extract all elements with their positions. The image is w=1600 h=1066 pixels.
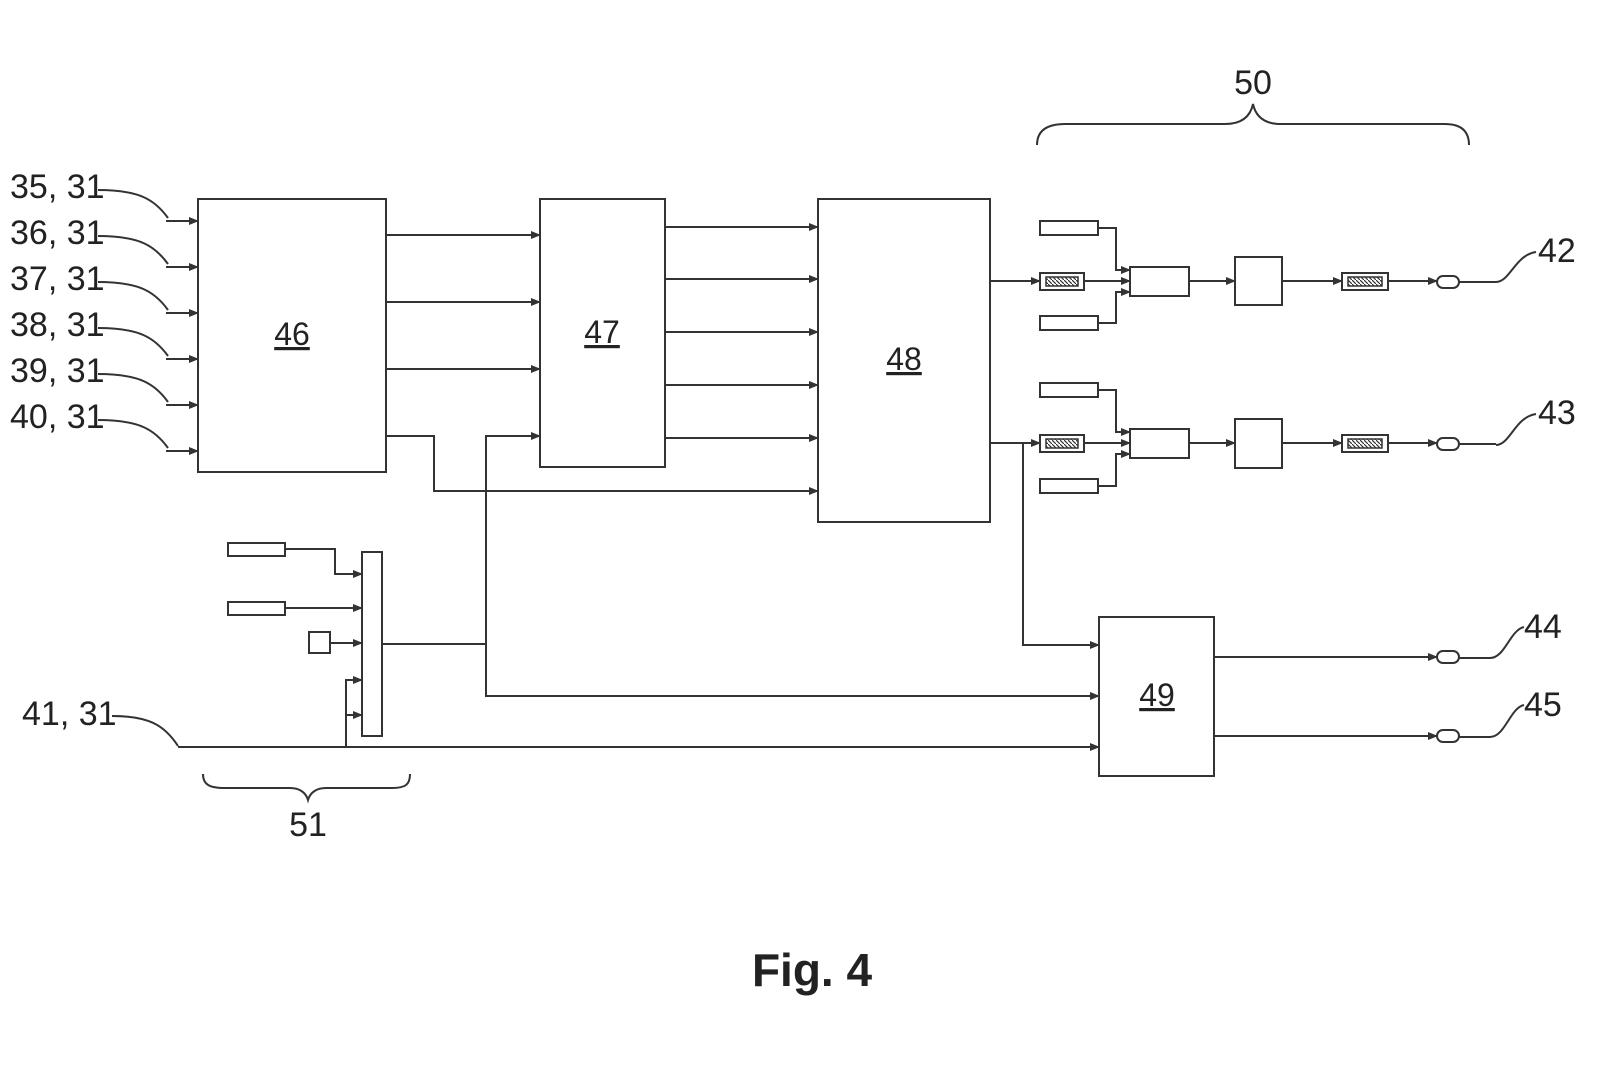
block-48: 48 — [817, 198, 991, 523]
input-label-41: 41, 31 — [22, 695, 117, 733]
outputs-49 — [1214, 650, 1490, 743]
block-47: 47 — [539, 198, 666, 468]
block-47-label: 47 — [584, 314, 620, 350]
output-label-44: 44 — [1524, 608, 1562, 646]
block-46-label: 46 — [274, 316, 310, 352]
input-arrows — [166, 217, 199, 455]
block-49-label: 49 — [1139, 677, 1175, 713]
input-labels: 35, 31 36, 31 37, 31 38, 31 39, 31 40, 3… — [10, 168, 117, 733]
input-label-38: 38, 31 — [10, 306, 105, 344]
brace-50 — [1036, 103, 1470, 146]
output-label-45: 45 — [1524, 686, 1562, 724]
group-label-50: 50 — [1234, 64, 1272, 102]
output-label-43: 43 — [1538, 394, 1576, 432]
input-label-35: 35, 31 — [10, 168, 105, 206]
figure-caption: Fig. 4 — [752, 944, 873, 996]
links-47-48 — [665, 223, 819, 442]
input-label-40: 40, 31 — [10, 398, 105, 436]
chain-43 — [990, 382, 1496, 649]
block-49: 49 — [1098, 616, 1215, 777]
brace-51 — [202, 773, 411, 804]
block-48-label: 48 — [886, 341, 922, 377]
links-46-47 — [386, 231, 819, 495]
input-label-39: 39, 31 — [10, 352, 105, 390]
group-51-components — [227, 432, 1100, 746]
input-label-37: 37, 31 — [10, 260, 105, 298]
label-leaders — [97, 189, 1537, 747]
group-label-51: 51 — [289, 806, 327, 844]
chain-42 — [990, 220, 1496, 331]
input-label-36: 36, 31 — [10, 214, 105, 252]
output-label-42: 42 — [1538, 232, 1576, 270]
block-46: 46 — [197, 198, 387, 473]
